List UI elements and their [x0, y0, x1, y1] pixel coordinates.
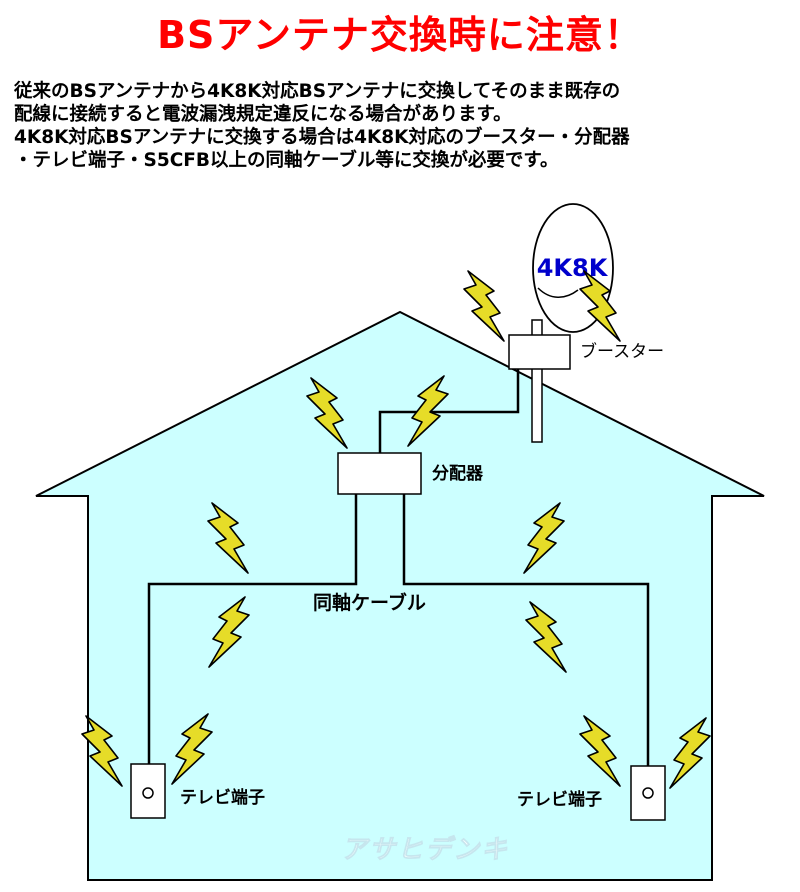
splitter-label: 分配器 [432, 464, 484, 484]
tv-outlet-right-label: テレビ端子 [517, 789, 602, 810]
antenna-mast [531, 319, 543, 443]
page-title: BSアンテナ交換時に注意！ [157, 13, 643, 57]
booster-box [508, 334, 571, 370]
description-line-4: ・テレビ端子・S5CFB以上の同軸ケーブル等に交換が必要です。 [14, 150, 559, 171]
description-line-1: 従来のBSアンテナから4K8K対応BSアンテナに交換してそのまま既存の [14, 81, 621, 102]
description: 従来のBSアンテナから4K8K対応BSアンテナに交換してそのまま既存の 配線に接… [14, 80, 794, 172]
cable-left [147, 494, 358, 764]
description-line-2: 配線に接続すると電波漏洩規定違反になる場合があります。 [14, 104, 512, 125]
cable-booster-to-splitter [378, 369, 520, 453]
tv-outlet-icon [630, 765, 666, 821]
tv-outlet-icon [130, 763, 166, 819]
cable-right [402, 494, 650, 766]
antenna-label: 4K8K [537, 254, 609, 282]
watermark: アサヒデンキ [341, 835, 509, 865]
cable-label: 同軸ケーブル [313, 591, 426, 614]
booster-label: ブースター [580, 341, 664, 362]
house-outline [35, 310, 765, 881]
tv-outlet-left-label: テレビ端子 [180, 787, 265, 808]
splitter-box [337, 452, 422, 495]
description-line-3: 4K8K対応BSアンテナに交換する場合は4K8K対応のブースター・分配器 [14, 127, 630, 148]
lightning-bolt-icon [463, 270, 505, 342]
